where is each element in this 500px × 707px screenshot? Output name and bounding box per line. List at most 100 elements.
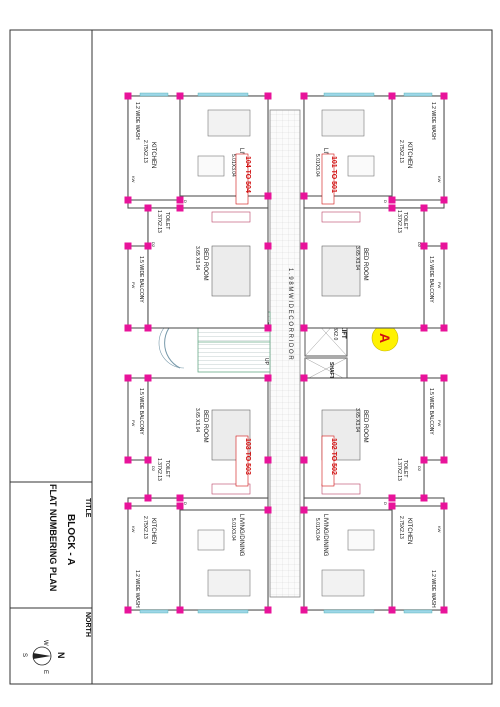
window-tag: KW	[131, 526, 136, 533]
window-icon	[403, 609, 433, 614]
toilet-label: TOILET	[164, 460, 170, 477]
living-size: 5.01X3.04	[230, 154, 236, 177]
wash-label: 1.2 WIDE WASH	[134, 102, 140, 140]
window-icon	[139, 609, 169, 614]
flat-number-label: 103 TO 503	[244, 438, 251, 475]
column-icon	[144, 204, 152, 212]
dining-table-icon	[197, 155, 225, 177]
title-block: TITLE BLOCK - A FLAT NUMBERING PLAN NORT…	[48, 484, 91, 637]
column-icon	[440, 324, 448, 332]
door-tag: D2	[151, 466, 156, 472]
column-icon	[440, 374, 448, 382]
toilet-label: TOILET	[164, 212, 170, 229]
kitchen-label: KITCHEN	[406, 518, 412, 544]
compass-w: W	[42, 640, 48, 646]
column-icon	[124, 456, 132, 464]
living-size: 5.01X3.04	[230, 518, 236, 541]
living-room	[303, 95, 393, 197]
column-icon	[300, 192, 308, 200]
bedroom-label: BED ROOM	[362, 410, 368, 443]
block-a-marker: A	[371, 324, 399, 352]
window-tag: KW	[437, 526, 442, 533]
wardrobe-icon	[211, 211, 251, 223]
kitchen-size: 2.75X2.13	[398, 516, 404, 539]
column-icon	[124, 92, 132, 100]
living-size: 5.01X3.04	[314, 154, 320, 177]
column-icon	[300, 606, 308, 614]
column-icon	[264, 242, 272, 250]
column-icon	[388, 502, 396, 510]
flat-number-label: 104 TO 504	[244, 156, 251, 193]
column-icon	[124, 324, 132, 332]
column-icon	[440, 92, 448, 100]
bedroom-label: BED ROOM	[202, 248, 208, 281]
column-icon	[388, 92, 396, 100]
column-icon	[176, 606, 184, 614]
column-icon	[124, 374, 132, 382]
column-icon	[144, 374, 152, 382]
window-tag: FW	[131, 420, 136, 426]
column-icon	[124, 242, 132, 250]
column-icon	[176, 494, 184, 502]
column-icon	[300, 324, 308, 332]
column-icon	[176, 502, 184, 510]
column-icon	[440, 242, 448, 250]
column-icon	[176, 196, 184, 204]
door-tag: D2	[417, 242, 422, 248]
dining-table-icon	[347, 155, 375, 177]
wardrobe-icon	[211, 483, 251, 495]
compass-e: E	[42, 670, 48, 674]
living-label: LIVING/DINING	[238, 514, 244, 557]
compass-icon: N S E W	[21, 640, 66, 674]
column-icon	[300, 374, 308, 382]
balcony-label: 1.5 WIDE BALCONY	[428, 256, 434, 303]
wash-label: 1.2 WIDE WASH	[430, 570, 436, 608]
plan-name: FLAT NUMBERING PLAN	[48, 484, 58, 591]
flat-104-504: LIVING/DINING5.01X3.04KITCHEN2.75X2.131.…	[124, 92, 272, 332]
window-icon	[197, 609, 249, 614]
column-icon	[264, 192, 272, 200]
bedroom-size: 3.65 X3.04	[194, 246, 200, 270]
corridor: 1 . 9 8 M W I D E C O R R I D O R	[269, 109, 301, 598]
column-icon	[176, 204, 184, 212]
balcony-room	[127, 377, 149, 461]
flat-number-label: 102 TO 502	[330, 438, 337, 475]
kitchen-room	[127, 95, 181, 201]
wash-label: 1.2 WIDE WASH	[430, 102, 436, 140]
toilet-size: 1.37X2.13	[396, 458, 402, 481]
door-tag: D2	[151, 242, 156, 248]
block-a-letter: A	[377, 333, 393, 343]
column-icon	[124, 196, 132, 204]
kitchen-size: 2.75X2.13	[398, 140, 404, 163]
column-icon	[264, 606, 272, 614]
column-icon	[420, 204, 428, 212]
sheet-border	[9, 29, 493, 685]
wash-label: 1.2 WIDE WASH	[134, 570, 140, 608]
balcony-label: 1.5 WIDE BALCONY	[138, 388, 144, 435]
flat-number-box	[235, 153, 249, 205]
column-icon	[264, 456, 272, 464]
stair-up: UP	[263, 358, 269, 366]
wardrobe-icon	[321, 211, 361, 223]
window-icon	[403, 92, 433, 97]
sofa-icon	[321, 109, 365, 137]
door-tag: D	[183, 200, 188, 203]
kitchen-size: 2.75X2.13	[142, 140, 148, 163]
kitchen-room	[391, 95, 445, 201]
column-icon	[440, 606, 448, 614]
column-icon	[420, 242, 428, 250]
flat-101-501: LIVING/DINING5.01X3.04KITCHEN2.75X2.131.…	[300, 92, 448, 332]
column-icon	[420, 456, 428, 464]
sofa-icon	[207, 569, 251, 597]
balcony-label: 1.5 WIDE BALCONY	[138, 256, 144, 303]
bedroom-label: BED ROOM	[362, 248, 368, 281]
door-tag: D2	[417, 466, 422, 472]
kitchen-label: KITCHEN	[150, 518, 156, 544]
column-icon	[420, 494, 428, 502]
column-icon	[420, 324, 428, 332]
corridor-label: 1 . 9 8 M W I D E C O R R I D O R	[287, 268, 293, 360]
window-icon	[323, 609, 375, 614]
living-label: LIVING/DINING	[322, 514, 328, 557]
dining-table-icon	[197, 529, 225, 551]
